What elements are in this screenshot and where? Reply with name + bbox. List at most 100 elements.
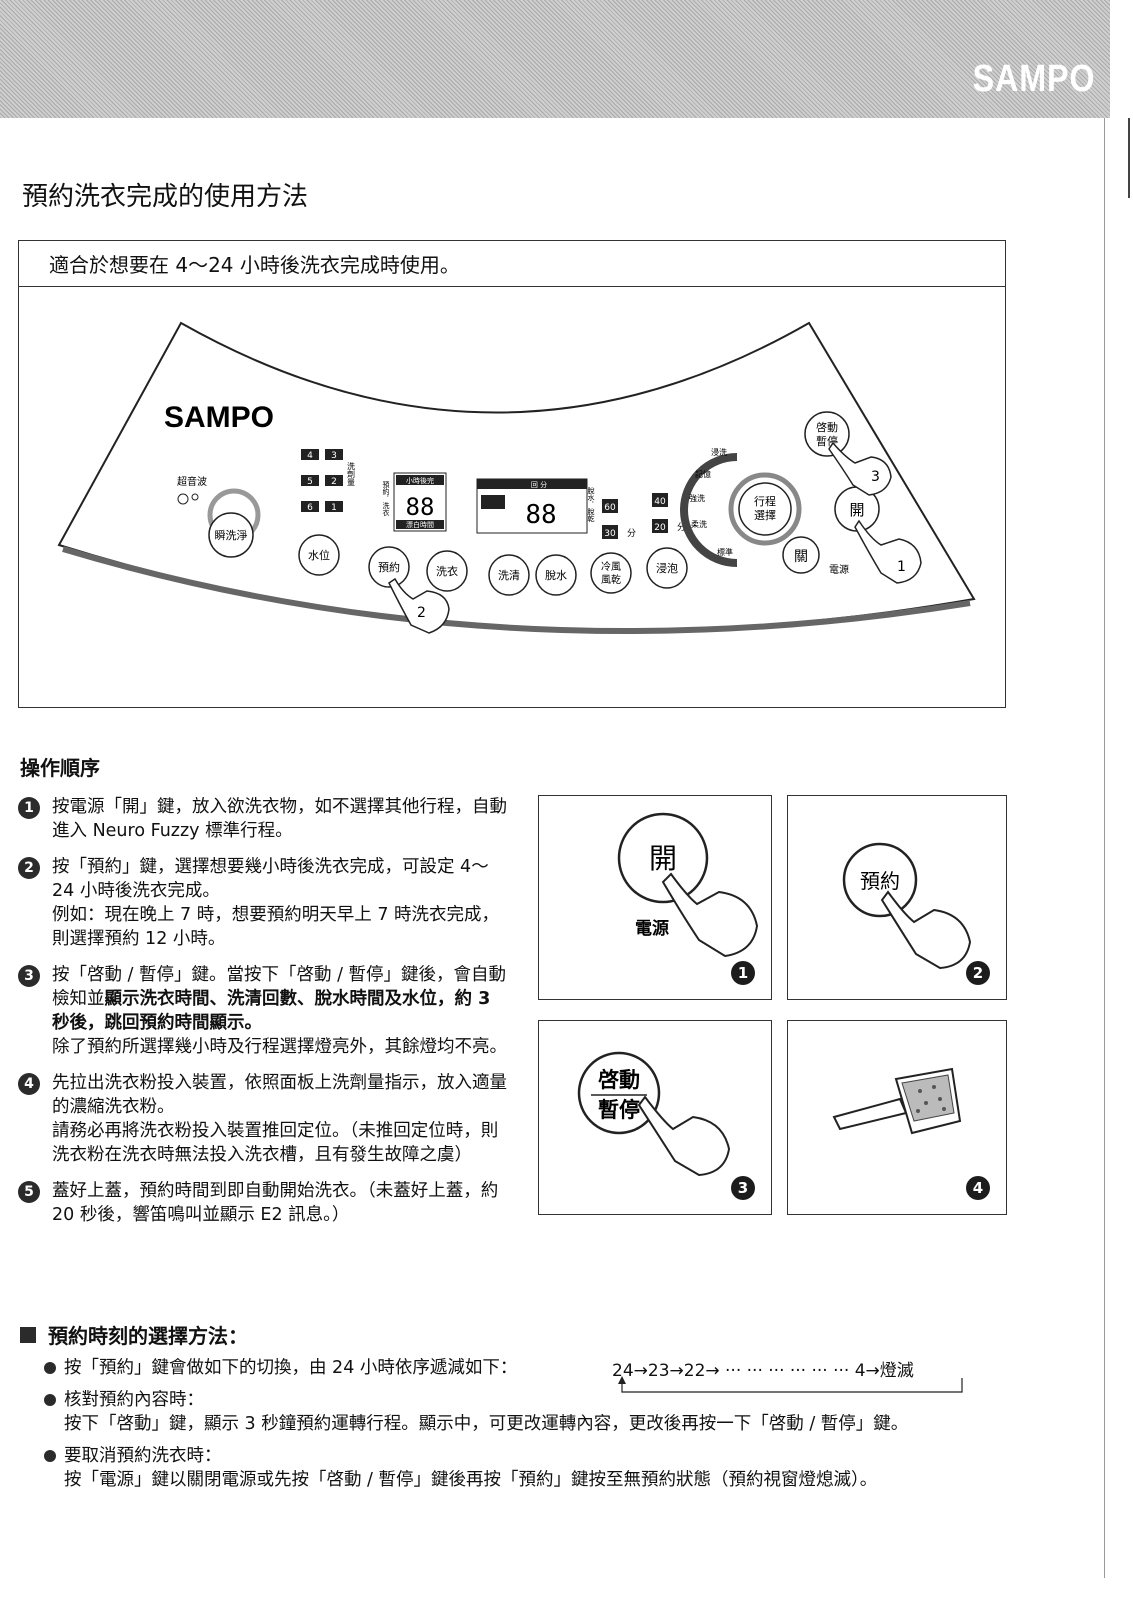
power-on-label: 開 [849,501,864,519]
step-number: 5 [18,1181,40,1203]
timer-header: 小時後完 [406,476,434,485]
svg-text:預約: 預約 [378,560,400,574]
step-note: 除了預約所選擇幾小時及行程選擇燈亮外，其餘燈均不亮。 [52,1037,507,1057]
svg-text:浸泡: 浸泡 [656,561,678,575]
step-note: 請務必再將洗衣粉投入裝置推回定位。（未推回定位時，則洗衣粉在洗衣時無法投入洗衣槽… [52,1121,499,1165]
bullet-dot-icon [44,1394,56,1406]
timer-side-label: 預約．洗衣 [382,480,390,517]
power-label-text: 電源 [635,918,669,939]
ultrasonic-icon [177,493,189,505]
function-buttons: 水位 預約 洗衣 洗清 脫水 冷風 風乾 浸泡 [298,534,688,596]
selection-bullets: 按「預約」鍵會做如下的切換，由 24 小時依序遞減如下： 核對預約內容時： 按下… [44,1356,1004,1500]
course-selector: 浸洗 記憶 強洗 柔洗 標準 [680,447,738,567]
picture-number: 1 [731,961,755,985]
step-3: 3 按「啓動 / 暫停」鍵。當按下「啓動 / 暫停」鍵後，會自動檢知並顯示洗衣時… [18,963,508,1059]
bullet-cancel: 要取消預約洗衣時： 按「電源」鍵以關閉電源或先按「啓動 / 暫停」鍵後再按「預約… [44,1444,1004,1492]
control-panel-illustration: SAMPO 超音波 瞬洗淨 4 3 5 2 6 1 洗劑量 小時後完 88 [57,321,976,634]
step-4: 4 先拉出洗衣粉投入裝置，依照面板上洗劑量指示，放入適量的濃縮洗衣粉。 請務必再… [18,1071,508,1167]
start-button-illustration [577,1051,661,1135]
soak-button[interactable] [646,547,688,589]
power-off-button[interactable] [782,536,820,574]
reserve-button[interactable] [368,546,410,588]
svg-text:5: 5 [307,477,313,487]
hand-pointer-icon [661,872,759,958]
page-edge-rule [1104,118,1105,1578]
course-button-label-bottom: 選擇 [754,508,776,522]
hand-pointer-icon [637,1095,731,1177]
page-edge-mark [1128,118,1130,198]
picture-start-pause: 啓動 暫停 3 [538,1020,772,1215]
water-level-button[interactable] [298,534,340,576]
svg-text:4: 4 [307,451,313,461]
svg-text:浸洗: 浸洗 [711,447,727,457]
power-label: 電源 [829,563,849,576]
procedure-steps: 1 按電源「開」鍵，放入欲洗衣物，如不選擇其他行程，自動進入 Neuro Fuz… [18,795,508,1239]
svg-text:分: 分 [677,522,686,533]
rinse-button[interactable] [488,554,530,596]
air-dry-button[interactable] [590,552,632,594]
callout-1: 1 [897,559,906,575]
step-number: 4 [18,1073,40,1095]
svg-text:水位: 水位 [308,548,330,562]
svg-text:風乾: 風乾 [601,573,621,586]
svg-text:脫水: 脫水 [545,568,567,582]
spin-button[interactable] [535,554,577,596]
svg-text:標準: 標準 [717,547,733,557]
callout-3: 3 [871,469,880,485]
course-button-label-top: 行程 [754,495,776,508]
svg-text:40: 40 [654,497,666,507]
svg-text:20: 20 [654,523,666,533]
clean-button-label: 瞬洗淨 [215,529,248,542]
detergent-label: 洗劑量 [347,461,356,486]
step-number: 3 [18,965,40,987]
svg-text:6: 6 [307,503,313,513]
step-text: 按「啓動 / 暫停」鍵。當按下「啓動 / 暫停」鍵後，會自動檢知並 [52,965,507,1009]
svg-text:30: 30 [604,529,616,539]
clean-button[interactable] [208,512,254,558]
picture-number: 3 [731,1176,755,1200]
selection-heading: 預約時刻的選擇方法： [20,1320,248,1349]
pause-button-text: 暫停 [598,1098,640,1122]
wash-button[interactable] [426,550,468,592]
step-text-bold: 顯示洗衣時間、洗清回數、脫水時間及水位，約 3 秒後，跳回預約時間顯示。 [52,989,491,1033]
step-text: 按電源「開」鍵，放入欲洗衣物，如不選擇其他行程，自動進入 Neuro Fuzzy… [52,797,507,841]
svg-text:60: 60 [604,503,616,513]
course-button-ring [728,472,802,546]
svg-text:1: 1 [331,503,337,513]
course-button[interactable] [738,482,792,536]
step-number: 1 [18,797,40,819]
ultrasonic-bubble-icon [191,493,199,501]
step-example: 例如：現在晚上 7 時，想要預約明天早上 7 時洗衣完成，則選擇預約 12 小時… [52,905,500,949]
svg-text:3: 3 [331,451,337,461]
reserve-button-text: 預約 [860,869,900,893]
timer-footer: 漂白時間 [406,520,434,529]
reserve-button-illustration [842,842,918,918]
time-display: 回 分 88 脫水．脫乾 [476,478,595,534]
timer-display: 小時後完 88 漂白時間 預約．洗衣 [382,472,447,532]
bullet-dot-icon [44,1450,56,1462]
svg-text:分: 分 [627,528,636,539]
temperature-indicators: 60 30 分 40 20 分 [602,493,686,539]
step-2: 2 按「預約」鍵，選擇想要幾小時後洗衣完成，可設定 4～24 小時後洗衣完成。 … [18,855,508,951]
start-pause-button[interactable] [804,411,850,457]
time-side-label: 脫水．脫乾 [587,486,595,523]
step-text: 先拉出洗衣粉投入裝置，依照面板上洗劑量指示，放入適量的濃縮洗衣粉。 [52,1073,507,1117]
page-title: 預約洗衣完成的使用方法 [22,182,309,212]
step-text: 按「預約」鍵，選擇想要幾小時後洗衣完成，可設定 4～24 小時後洗衣完成。 [52,857,489,901]
square-bullet-icon [20,1326,36,1343]
step-5: 5 蓋好上蓋，預約時間到即自動開始洗衣。（未蓋好上蓋，約 20 秒後，響笛鳴叫並… [18,1179,508,1227]
svg-text:2: 2 [331,477,337,487]
picture-number: 4 [966,1176,990,1200]
picture-power-on: 開 電源 1 [538,795,772,1000]
picture-number: 2 [966,961,990,985]
panel-figure: 適合於想要在 4～24 小時後洗衣完成時使用。 SAMPO 超音波 瞬洗淨 4 … [18,240,1006,708]
power-off-label: 關 [794,549,808,565]
header-band [0,0,1110,118]
svg-text:洗清: 洗清 [498,569,520,582]
svg-text:強洗: 強洗 [689,493,705,503]
hand-pointer-icon [880,890,972,970]
countdown-sequence: 24→23→22→ ··· ··· ··· ··· ··· ··· 4→燈滅 [612,1361,914,1381]
panel-brand: SAMPO [164,401,274,434]
callout-2: 2 [417,605,426,621]
svg-text:記憶: 記憶 [695,469,711,479]
